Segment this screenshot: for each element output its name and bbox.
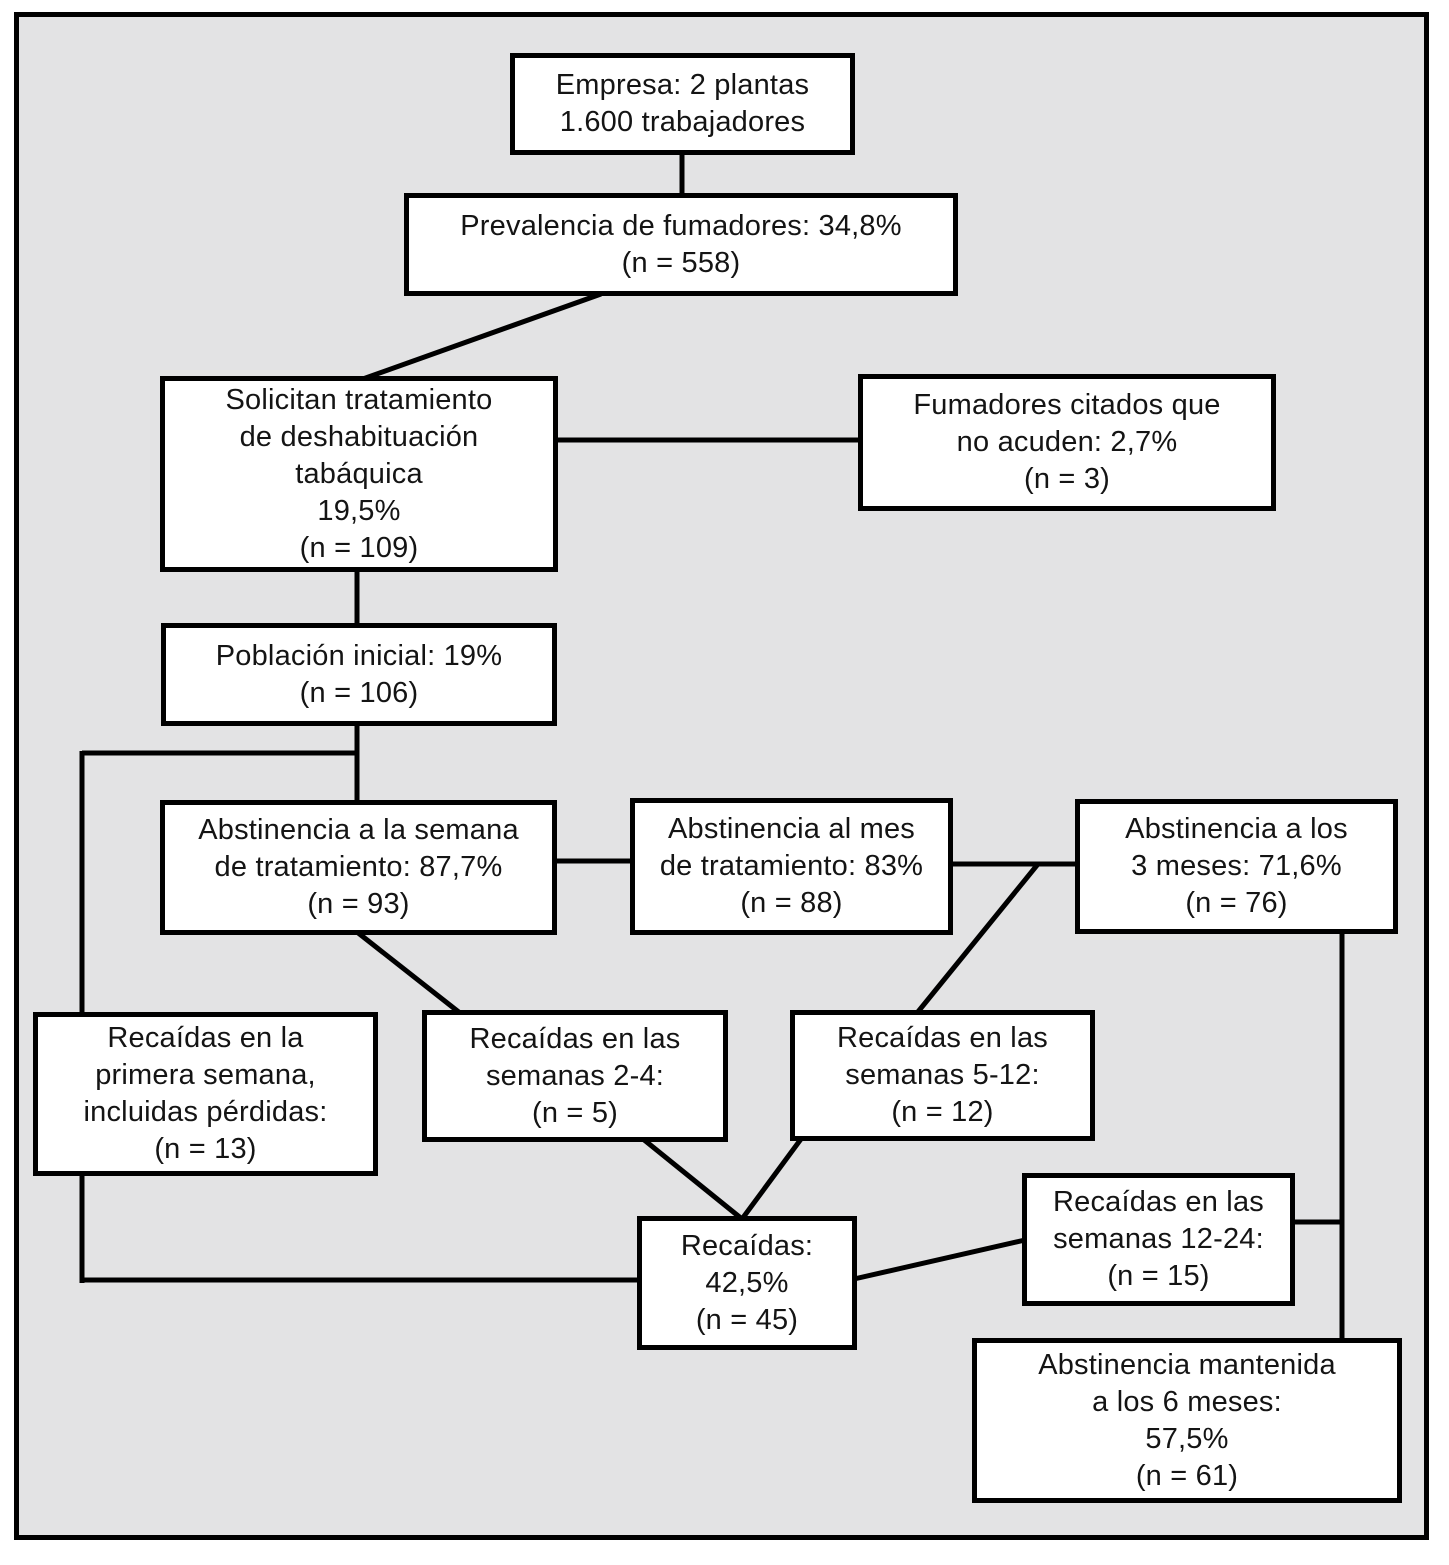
node-line: (n = 13) bbox=[154, 1133, 257, 1165]
node-line: tabáquica bbox=[295, 457, 423, 490]
connector-abst3m-rec5-12 bbox=[915, 862, 1040, 1015]
node-line: (n = 61) bbox=[1135, 1459, 1239, 1492]
node-recaidas-semanas-5-12: Recaídas en las semanas 5-12: (n = 12) bbox=[790, 1010, 1095, 1141]
node-line: Recaídas en la bbox=[107, 1022, 304, 1054]
node-line: 3 meses: 71,6% bbox=[1131, 850, 1342, 882]
node-prevalencia-fumadores: Prevalencia de fumadores: 34,8% (n = 558… bbox=[404, 193, 958, 296]
node-line: (n = 12) bbox=[891, 1096, 994, 1128]
node-line: Fumadores citados que bbox=[913, 389, 1221, 421]
node-line: Abstinencia a la semana bbox=[198, 814, 519, 846]
node-line: Recaídas en las bbox=[1053, 1186, 1264, 1218]
node-line: no acuden: 2,7% bbox=[956, 426, 1178, 458]
node-line: (n = 88) bbox=[740, 887, 843, 919]
node-recaidas-primera-semana: Recaídas en la primera semana, incluidas… bbox=[33, 1012, 378, 1176]
node-line: Empresa: 2 plantas bbox=[555, 69, 810, 101]
connector-rec5-12-recaidas bbox=[739, 1137, 804, 1221]
node-line: semanas 12-24: bbox=[1053, 1223, 1264, 1255]
node-line: 42,5% bbox=[705, 1266, 789, 1299]
node-line: 57,5% bbox=[1145, 1422, 1229, 1455]
node-line: Prevalencia de fumadores: 34,8% bbox=[460, 209, 902, 242]
node-recaidas-semanas-2-4: Recaídas en las semanas 2-4: (n = 5) bbox=[422, 1010, 728, 1142]
node-line: (n = 5) bbox=[531, 1096, 619, 1129]
node-line: de tratamiento: 83% bbox=[659, 850, 924, 882]
connector-rec2-4-recaidas bbox=[641, 1137, 744, 1221]
node-line: (n = 76) bbox=[1185, 887, 1288, 919]
node-line: (n = 109) bbox=[299, 531, 419, 564]
node-line: (n = 45) bbox=[695, 1303, 799, 1336]
node-line: (n = 106) bbox=[299, 676, 419, 709]
connector-recaidas-rec12-24 bbox=[853, 1237, 1026, 1282]
node-line: semanas 5-12: bbox=[845, 1059, 1040, 1091]
node-line: (n = 558) bbox=[621, 246, 741, 279]
node-line: de tratamiento: 87,7% bbox=[214, 851, 503, 883]
node-line: Recaídas: bbox=[680, 1229, 814, 1262]
node-abstinencia-semana: Abstinencia a la semana de tratamiento: … bbox=[160, 800, 557, 935]
node-line: de deshabituación bbox=[239, 420, 479, 453]
node-line: Solicitan tratamiento bbox=[225, 383, 493, 416]
connector-abstsemana-rec2-4 bbox=[355, 930, 462, 1015]
node-line: (n = 3) bbox=[1023, 463, 1111, 495]
node-abstinencia-mes: Abstinencia al mes de tratamiento: 83% (… bbox=[630, 798, 953, 935]
node-line: Abstinencia al mes bbox=[668, 813, 915, 845]
node-line: Población inicial: 19% bbox=[215, 639, 503, 672]
connector-prevalencia-solicitan bbox=[359, 291, 602, 383]
node-line: a los 6 meses: bbox=[1092, 1385, 1282, 1418]
node-line: (n = 15) bbox=[1107, 1260, 1210, 1292]
node-line: 19,5% bbox=[317, 494, 401, 527]
node-line: semanas 2-4: bbox=[485, 1059, 665, 1092]
node-line: Abstinencia mantenida bbox=[1038, 1348, 1336, 1381]
node-solicitan-tratamiento: Solicitan tratamiento de deshabituación … bbox=[160, 376, 558, 572]
node-line: Abstinencia a los bbox=[1125, 813, 1348, 845]
node-abstinencia-6-meses: Abstinencia mantenida a los 6 meses: 57,… bbox=[972, 1338, 1402, 1503]
node-line: primera semana, bbox=[95, 1059, 316, 1091]
node-empresa: Empresa: 2 plantas 1.600 trabajadores bbox=[510, 53, 855, 155]
node-line: 1.600 trabajadores bbox=[559, 106, 806, 138]
node-abstinencia-3-meses: Abstinencia a los 3 meses: 71,6% (n = 76… bbox=[1075, 799, 1398, 934]
node-fumadores-no-acuden: Fumadores citados que no acuden: 2,7% (n… bbox=[858, 374, 1276, 511]
node-line: (n = 93) bbox=[307, 888, 410, 920]
node-recaidas-total: Recaídas: 42,5% (n = 45) bbox=[637, 1216, 857, 1350]
node-line: incluidas pérdidas: bbox=[83, 1096, 328, 1128]
node-line: Recaídas en las bbox=[837, 1022, 1048, 1054]
node-recaidas-semanas-12-24: Recaídas en las semanas 12-24: (n = 15) bbox=[1022, 1173, 1295, 1306]
node-line: Recaídas en las bbox=[469, 1022, 681, 1055]
node-poblacion-inicial: Población inicial: 19% (n = 106) bbox=[161, 623, 557, 726]
